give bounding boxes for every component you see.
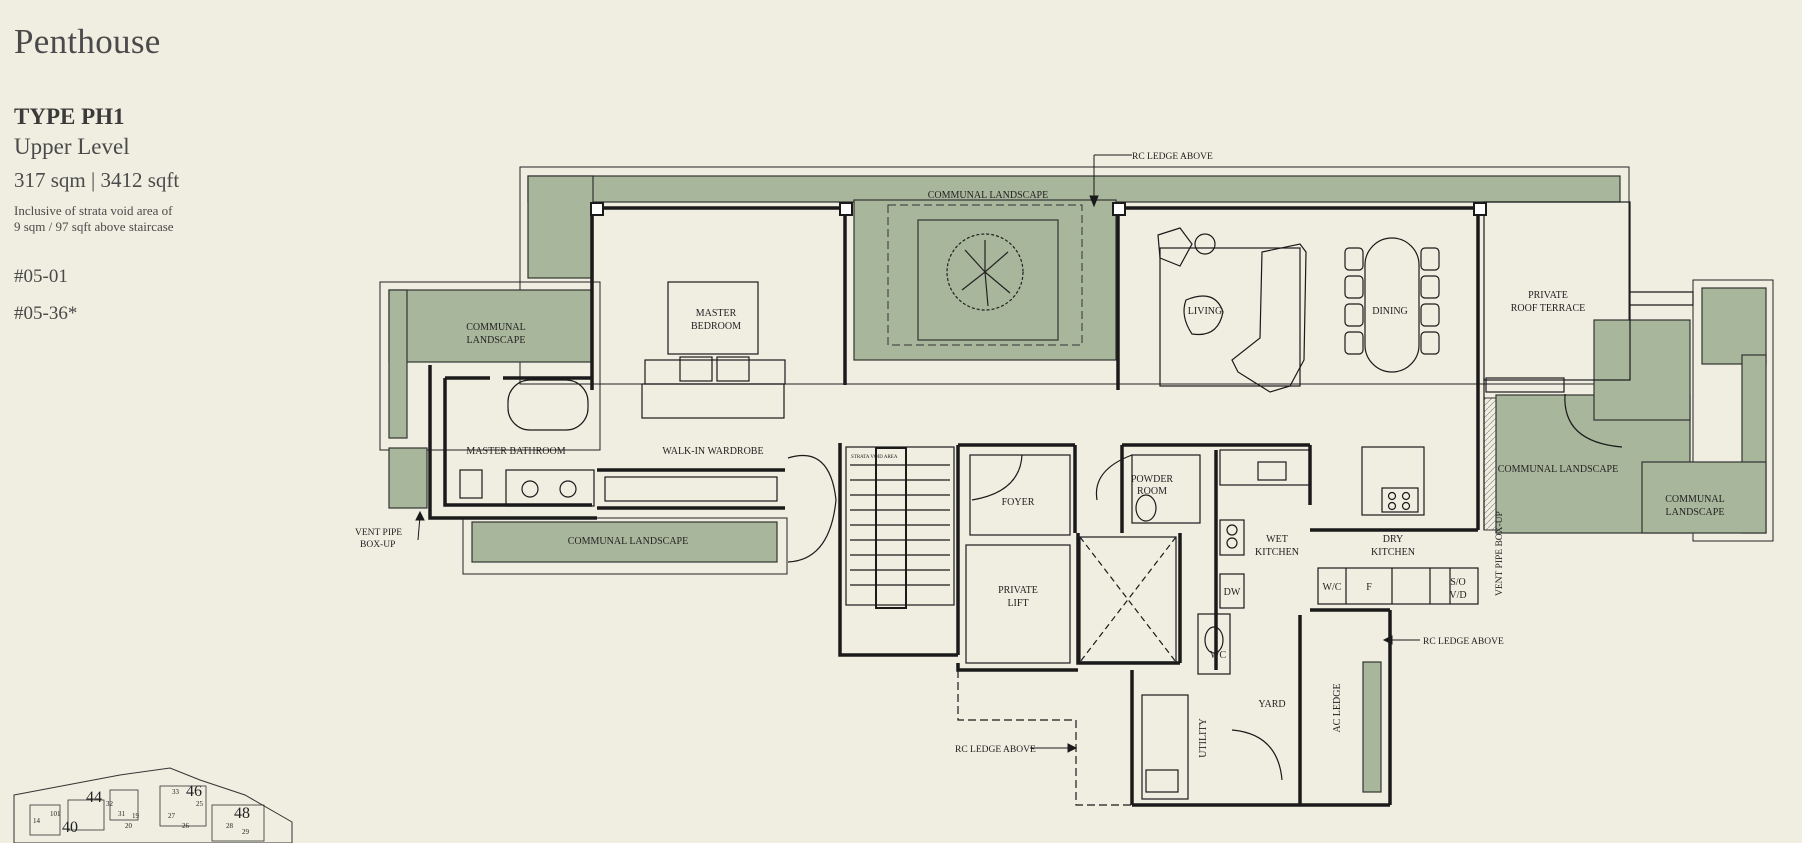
landscape-ac-ledge <box>1362 661 1382 793</box>
keyplan-unit: 32 <box>106 800 114 808</box>
label-powder-room-2: ROOM <box>1137 486 1167 497</box>
unit-number: #05-36* <box>14 303 78 325</box>
tree-icon <box>946 233 1024 311</box>
label-yard: YARD <box>1258 699 1285 710</box>
unit-number: #05-01 <box>14 266 68 288</box>
vent-pipe-left-1: VENT PIPE <box>355 528 402 538</box>
courtyard-planter <box>917 219 1059 341</box>
landscape-right-l2 <box>1593 319 1691 421</box>
unit-type: TYPE PH1 <box>14 104 125 129</box>
landscape-labels: COMMUNAL LANDSCAPE COMMUNAL LANDSCAPE CO… <box>466 190 1724 547</box>
label-wet-kitchen-1: WET <box>1266 534 1288 545</box>
columns <box>590 202 1487 216</box>
label-dining: DINING <box>1372 306 1408 317</box>
thin-lines <box>459 201 1694 806</box>
unit-info-panel: Penthouse TYPE PH1 Upper Level 317 sqm |… <box>14 24 334 323</box>
landscape-left-bottom <box>388 447 428 509</box>
landscape-bottom <box>471 521 778 563</box>
area-note-line2: 9 sqm / 97 sqft above staircase <box>14 219 174 235</box>
courtyard-dashed-outline <box>887 204 1083 346</box>
label-communal-landscape-far-2: LANDSCAPE <box>1666 507 1725 518</box>
landscape-areas <box>388 175 1767 793</box>
keyplan-unit: 26 <box>182 822 190 830</box>
label-wc: WC <box>1210 650 1226 661</box>
label-private-lift-2: LIFT <box>1007 598 1028 609</box>
label-v-d: V/D <box>1449 590 1466 601</box>
landscape-left-side <box>388 289 408 439</box>
label-communal-landscape-far-1: COMMUNAL <box>1665 494 1724 505</box>
keyplan-unit: 27 <box>168 812 176 820</box>
rc-ledge-right: RC LEDGE ABOVE <box>1423 637 1504 647</box>
strata-void-label: STRATA VOID AREA <box>851 455 898 460</box>
label-foyer: FOYER <box>1002 497 1035 508</box>
keyplan-unit: 101 <box>50 810 61 818</box>
label-communal-landscape-bottom: COMMUNAL LANDSCAPE <box>568 536 688 547</box>
label-walk-in-wardrobe: WALK-IN WARDROBE <box>662 446 763 457</box>
area-note-line1: Inclusive of strata void area of <box>14 202 173 218</box>
unit-level: Upper Level <box>14 134 130 159</box>
hatch-strip <box>1483 397 1497 531</box>
label-master-bedroom-2: BEDROOM <box>691 321 741 332</box>
rc-ledge-bottom: RC LEDGE ABOVE <box>955 745 1036 755</box>
keyplan-unit: 28 <box>226 822 234 830</box>
vent-pipe-right: VENT PIPE BOX-UP <box>1495 511 1505 596</box>
landscape-top-left <box>527 175 594 279</box>
keyplan-unit: 25 <box>196 800 204 808</box>
keyplan-unit: 14 <box>33 817 41 825</box>
label-private-lift-1: PRIVATE <box>998 585 1038 596</box>
label-communal-landscape-top: COMMUNAL LANDSCAPE <box>928 190 1048 201</box>
unit-area: 317 sqm | 3412 sqft <box>14 168 180 193</box>
label-living: LIVING <box>1188 306 1222 317</box>
keyplan-unit: 19 <box>132 812 140 820</box>
label-communal-landscape-left-1: COMMUNAL <box>466 322 525 333</box>
room-labels: MASTER BEDROOM MASTER BATHROOM WALK-IN W… <box>466 290 1585 758</box>
label-master-bedroom-1: MASTER <box>696 308 737 319</box>
keyplan-unit: 31 <box>118 810 126 818</box>
keyplan-unit: 29 <box>242 828 250 836</box>
label-master-bathroom: MASTER BATHROOM <box>466 446 565 457</box>
keyplan-block-48: 48 <box>234 805 250 822</box>
label-utility: UTILITY <box>1198 718 1209 757</box>
label-private-roof-terrace-2: ROOF TERRACE <box>1511 303 1586 314</box>
landscape-top-strip <box>527 175 1621 203</box>
label-s-o: S/O <box>1450 577 1466 588</box>
label-powder-room-1: POWDER <box>1131 474 1174 485</box>
label-private-roof-terrace-1: PRIVATE <box>1528 290 1568 301</box>
keyplan-block-40: 40 <box>62 819 78 836</box>
area-note: Inclusive of strata void area of 9 sqm /… <box>14 203 234 237</box>
annotations: RC LEDGE ABOVE RC LEDGE ABOVE RC LEDGE A… <box>355 152 1505 755</box>
key-plan: 44 46 48 40 14 101 32 31 33 19 20 27 26 … <box>13 767 293 843</box>
label-communal-landscape-left-2: LANDSCAPE <box>467 335 526 346</box>
keyplan-unit: 20 <box>125 822 133 830</box>
rc-ledge-top: RC LEDGE ABOVE <box>1132 152 1213 162</box>
label-f: F <box>1366 582 1372 593</box>
label-dry-kitchen-1: DRY <box>1383 534 1404 545</box>
keyplan-block-46: 46 <box>186 783 202 800</box>
boundary-lines <box>379 166 1774 575</box>
landscape-left <box>388 289 592 363</box>
keyplan-block-44: 44 <box>86 789 102 806</box>
label-ac-ledge: AC LEDGE <box>1332 683 1343 732</box>
label-w-c: W/C <box>1323 582 1342 593</box>
landscape-right-bottom <box>1641 461 1767 534</box>
vent-pipe-left-2: BOX-UP <box>360 540 395 550</box>
page-title: Penthouse <box>14 22 161 61</box>
leader-arrows <box>415 154 1420 753</box>
label-wet-kitchen-2: KITCHEN <box>1255 547 1299 558</box>
landscape-right-far <box>1701 287 1767 365</box>
label-dry-kitchen-2: KITCHEN <box>1371 547 1415 558</box>
keyplan-unit: 33 <box>172 788 180 796</box>
label-communal-landscape-right: COMMUNAL LANDSCAPE <box>1498 464 1618 475</box>
label-dw: DW <box>1224 587 1241 598</box>
